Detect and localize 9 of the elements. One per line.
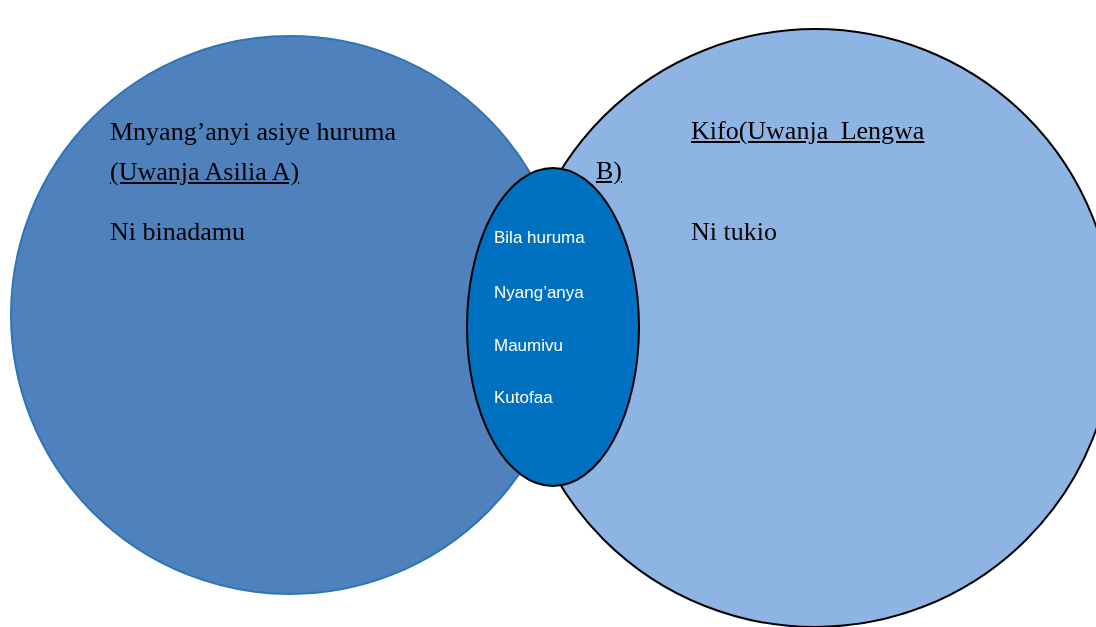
domain-text: Ni binadamu	[110, 216, 246, 248]
underlined-heading: (Uwanja Asilia A)	[110, 156, 300, 188]
shared-feature-text: Maumivu	[494, 335, 563, 357]
shared-feature-text: Nyang’anya	[494, 282, 584, 304]
domain-text: Ni tukio	[691, 216, 777, 248]
shared-feature-text: Bila huruma	[494, 227, 585, 249]
shared-feature-text: Kutofaa	[494, 387, 553, 409]
domain-text: Mnyang’anyi asiye huruma	[110, 116, 396, 148]
underlined-heading: Kifo(Uwanja Lengwa B)	[596, 115, 926, 187]
